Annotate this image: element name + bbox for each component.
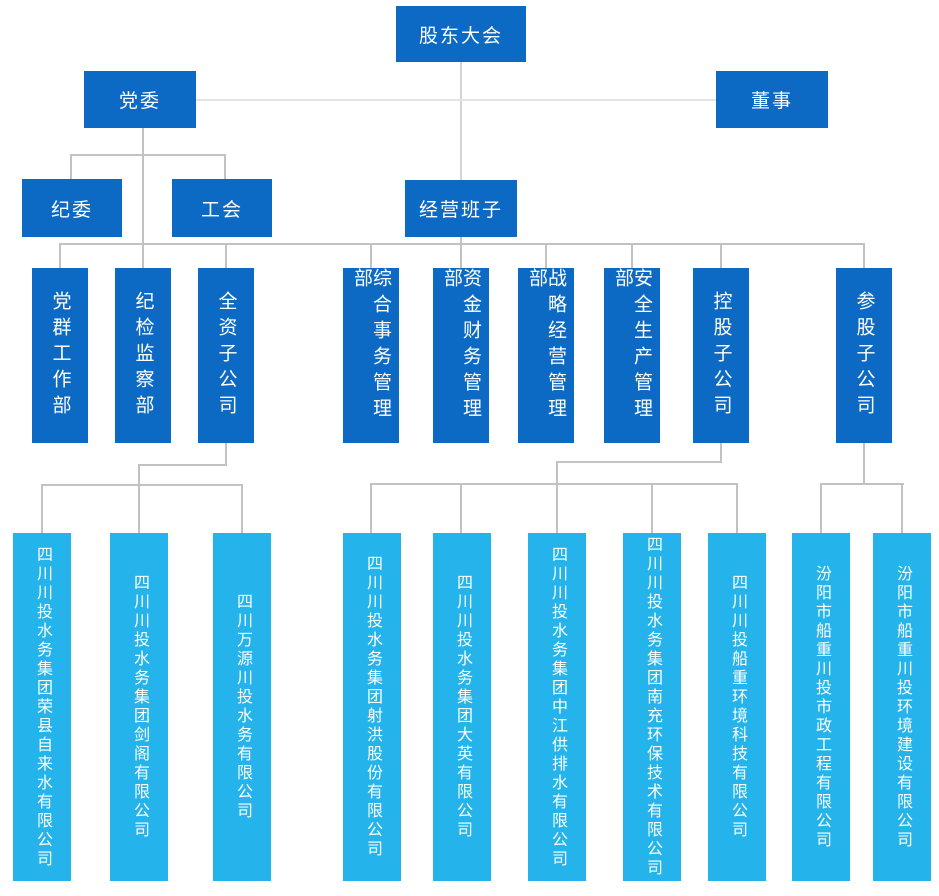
connector-line xyxy=(736,483,738,533)
connector-line xyxy=(59,243,61,268)
connector-line xyxy=(545,243,547,268)
dept-wholly-owned-subsidiaries-box: 全资子公司 xyxy=(198,268,254,443)
company-zhongjiang-box: 四川川投水务集团中江供排水有限公司 xyxy=(528,533,586,881)
connector-line xyxy=(138,464,140,486)
connector-line xyxy=(70,154,72,181)
dept-label: 纪检监察部 xyxy=(132,290,154,421)
connector-line xyxy=(241,484,243,533)
connector-line xyxy=(720,443,722,463)
company-label: 四川川投水务集团荣县自来水有限公司 xyxy=(34,545,51,869)
party-committee-box: 党委 xyxy=(84,71,196,128)
dept-label: 综合事务管理部 xyxy=(351,268,391,424)
discipline-committee-label: 纪委 xyxy=(50,199,93,221)
connector-line xyxy=(224,154,226,181)
connector-line xyxy=(720,243,722,268)
directors-label: 董事 xyxy=(750,91,793,112)
connector-line xyxy=(370,483,738,485)
connector-party-down xyxy=(142,128,144,268)
dept-label: 党群工作部 xyxy=(49,290,71,421)
company-label: 四川川投水务集团南充环保技术有限公司 xyxy=(644,536,661,878)
labor-union-box: 工会 xyxy=(172,179,272,237)
connector-line xyxy=(901,483,903,533)
company-nanchong-env-tech-box: 四川川投水务集团南充环保技术有限公司 xyxy=(623,533,681,881)
connector-line xyxy=(370,243,372,268)
dept-participating-subsidiaries-box: 参股子公司 xyxy=(836,268,892,443)
company-fenyang-env-construction-box: 汾阳市船重川投环境建设有限公司 xyxy=(873,533,931,881)
connector-party-to-directors xyxy=(196,99,716,101)
dept-label: 资金财务管理部 xyxy=(441,268,481,424)
discipline-committee-box: 纪委 xyxy=(22,179,122,237)
company-fenyang-municipal-box: 汾阳市船重川投市政工程有限公司 xyxy=(792,533,850,881)
connector-root-to-management xyxy=(460,62,462,180)
dept-safety-production-box: 安全生产管理部 xyxy=(604,268,660,443)
connector-line xyxy=(863,443,865,485)
dept-label: 战略经营管理部 xyxy=(526,268,566,424)
connector-line xyxy=(225,443,227,466)
connector-line xyxy=(651,483,653,533)
dept-label: 参股子公司 xyxy=(853,290,875,421)
connector-line xyxy=(460,237,462,268)
shareholders-meeting-box: 股东大会 xyxy=(396,6,526,62)
dept-label: 控股子公司 xyxy=(710,290,732,421)
shareholders-meeting-label: 股东大会 xyxy=(418,25,503,47)
company-jiange-box: 四川川投水务集团剑阁有限公司 xyxy=(110,533,168,881)
directors-box: 董事 xyxy=(716,71,828,128)
connector-line xyxy=(820,483,822,533)
connector-line xyxy=(556,461,722,463)
company-label: 四川川投水务集团剑阁有限公司 xyxy=(131,574,148,840)
connector-line xyxy=(70,154,226,156)
company-label: 四川川投船重环境科技有限公司 xyxy=(729,574,746,840)
company-chuanzhong-env-tech-box: 四川川投船重环境科技有限公司 xyxy=(708,533,766,881)
labor-union-label: 工会 xyxy=(200,199,243,221)
company-rongxian-tap-water-box: 四川川投水务集团荣县自来水有限公司 xyxy=(13,533,71,881)
company-shehong-box: 四川川投水务集团射洪股份有限公司 xyxy=(343,533,401,881)
dept-party-mass-work-box: 党群工作部 xyxy=(32,268,88,443)
connector-line xyxy=(460,483,462,533)
connector-main-horizontal xyxy=(59,243,865,245)
dept-strategic-operation-box: 战略经营管理部 xyxy=(518,268,574,443)
connector-line xyxy=(820,483,904,485)
company-label: 四川万源川投水务有限公司 xyxy=(234,593,251,821)
connector-line xyxy=(225,243,227,268)
connector-line xyxy=(138,484,140,533)
connector-line xyxy=(556,461,558,485)
company-label: 四川川投水务集团射洪股份有限公司 xyxy=(364,555,381,859)
dept-label: 全资子公司 xyxy=(215,290,237,421)
company-daying-box: 四川川投水务集团大英有限公司 xyxy=(433,533,491,881)
management-team-box: 经营班子 xyxy=(405,180,517,237)
dept-fund-finance-box: 资金财务管理部 xyxy=(433,268,489,443)
company-label: 四川川投水务集团大英有限公司 xyxy=(454,574,471,840)
dept-label: 安全生产管理部 xyxy=(612,268,652,424)
connector-line xyxy=(41,484,243,486)
dept-general-affairs-box: 综合事务管理部 xyxy=(343,268,399,443)
connector-line xyxy=(863,243,865,268)
company-wanyuan-box: 四川万源川投水务有限公司 xyxy=(213,533,271,881)
company-label: 汾阳市船重川投环境建设有限公司 xyxy=(894,564,911,850)
dept-discipline-inspection-box: 纪检监察部 xyxy=(115,268,171,443)
management-team-label: 经营班子 xyxy=(418,200,503,221)
connector-line xyxy=(138,464,227,466)
connector-line xyxy=(41,484,43,533)
connector-line xyxy=(370,483,372,533)
company-label: 四川川投水务集团中江供排水有限公司 xyxy=(549,545,566,869)
connector-line xyxy=(631,243,633,268)
company-label: 汾阳市船重川投市政工程有限公司 xyxy=(813,564,830,850)
connector-line xyxy=(556,483,558,533)
dept-holding-subsidiaries-box: 控股子公司 xyxy=(693,268,749,443)
party-committee-label: 党委 xyxy=(118,91,161,112)
